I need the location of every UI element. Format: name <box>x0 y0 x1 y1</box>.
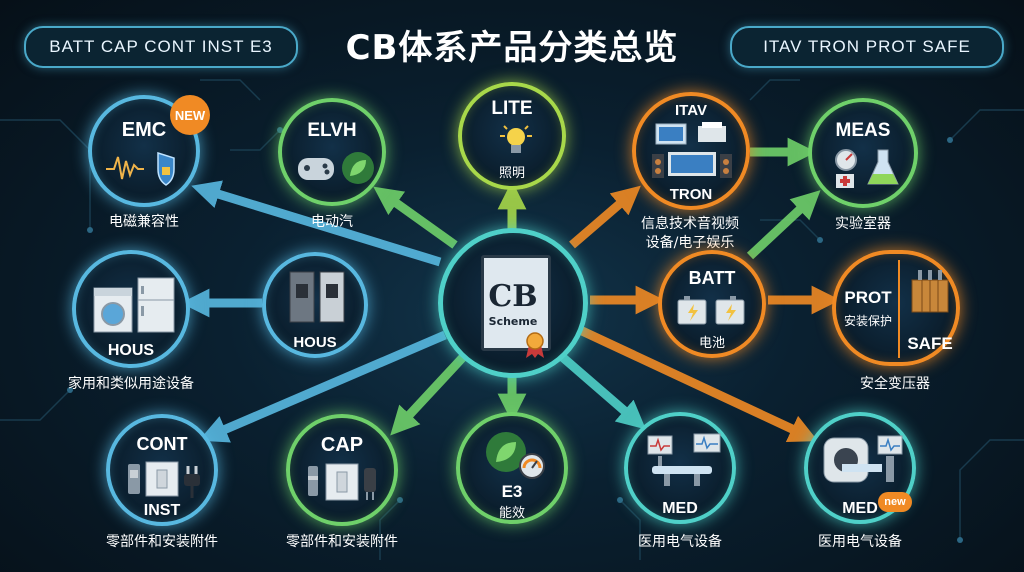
inst-code: INST <box>143 502 181 519</box>
lite-inner-label: 照明 <box>498 166 525 181</box>
arrow-to-med-left <box>557 351 646 430</box>
cap-caption: 零部件和安装附件 <box>286 534 398 550</box>
node-elvh[interactable]: ELVH <box>278 98 386 206</box>
safe-code: SAFE <box>907 334 953 353</box>
node-cont-inst[interactable]: CONT INST <box>106 414 218 526</box>
meas-caption: 实验室器 <box>835 216 891 232</box>
page-title: CB体系产品分类总览 <box>345 28 679 68</box>
transformer-icon <box>911 270 949 313</box>
arrow-to-med-right <box>578 325 819 442</box>
hous-left-caption: 家用和类似用途设备 <box>68 376 194 392</box>
cont-code: CONT <box>136 434 188 454</box>
leaf-gauge-icon <box>486 432 545 479</box>
node-med-left[interactable]: MED <box>624 412 736 524</box>
prot-caption: 安全变压器 <box>860 376 930 392</box>
med-right-code: MED <box>842 500 878 517</box>
ct-scanner-icon <box>823 435 903 483</box>
circuit-breaker-icon <box>289 271 345 323</box>
components-switch-icon <box>308 463 376 501</box>
center-subtitle: Scheme <box>488 315 538 328</box>
node-prot-safe[interactable]: PROT 安装保护 SAFE <box>832 250 960 366</box>
med-left-code: MED <box>662 500 698 517</box>
arrow-to-cap <box>390 351 469 436</box>
washer-fridge-icon <box>93 277 175 333</box>
tron-code: TRON <box>669 186 713 203</box>
emc-new-badge: NEW <box>170 95 210 135</box>
prot-code: PROT <box>844 288 892 307</box>
meas-code: MEAS <box>835 120 891 141</box>
hous-mid-code: HOUS <box>293 334 337 351</box>
batteries-icon <box>677 296 745 325</box>
node-lite[interactable]: LITE 照明 <box>458 82 566 190</box>
cont-caption: 零部件和安装附件 <box>106 534 218 550</box>
node-meas[interactable]: MEAS <box>808 98 918 208</box>
contactor-plug-icon <box>128 461 200 498</box>
product-codes-pill-right: ITAV TRON PROT SAFE <box>730 26 1004 68</box>
node-cap[interactable]: CAP <box>286 414 398 526</box>
arrow-to-cont <box>198 330 447 443</box>
elvh-caption: 电动汽 <box>311 214 353 230</box>
elvh-code: ELVH <box>307 120 357 141</box>
product-codes-pill-left: BATT CAP CONT INST E3 <box>24 26 298 68</box>
medical-equipment-icon <box>647 433 721 486</box>
itav-caption-line2: 设备/电子娱乐 <box>645 235 735 251</box>
node-hous-appliances[interactable]: HOUS <box>72 250 190 368</box>
lab-instruments-icon <box>835 149 899 188</box>
med-right-caption: 医用电气设备 <box>818 534 902 550</box>
prot-divider <box>898 260 900 358</box>
e3-code: E3 <box>501 482 523 501</box>
light-bulb-icon <box>500 125 532 153</box>
itav-code: ITAV <box>675 102 707 119</box>
gamepad-leaf-icon <box>298 152 374 184</box>
node-batt[interactable]: BATT 电池 <box>658 250 766 358</box>
med-right-new-badge: new <box>878 492 912 512</box>
arrow-to-itav <box>569 185 641 249</box>
center-code: CB <box>488 279 538 314</box>
itav-caption-line1: 信息技术音视频 <box>641 216 739 232</box>
cb-scheme-center[interactable]: CB Scheme <box>438 228 588 378</box>
batt-code: BATT <box>688 268 736 288</box>
node-hous-breaker[interactable]: HOUS <box>262 252 368 358</box>
computer-printer-tv-icon <box>652 122 732 178</box>
arrow-to-emc <box>191 180 442 267</box>
lite-code: LITE <box>491 98 533 119</box>
emc-caption: 电磁兼容性 <box>109 214 179 230</box>
hous-left-code: HOUS <box>107 342 155 359</box>
node-itav-tron[interactable]: ITAV TRON <box>632 92 750 210</box>
arrow-batt-to-meas <box>746 190 821 260</box>
arrow-to-elvh <box>373 186 458 249</box>
node-e3[interactable]: E3 能效 <box>456 412 568 524</box>
batt-inner-label: 电池 <box>698 336 725 351</box>
emc-code: EMC <box>121 119 167 141</box>
prot-inner-label: 安装保护 <box>843 314 892 328</box>
cap-code: CAP <box>320 434 364 456</box>
emc-wave-shield-icon <box>106 151 175 186</box>
med-left-caption: 医用电气设备 <box>638 534 722 550</box>
e3-inner-label: 能效 <box>498 506 525 521</box>
ribbon-seal-icon <box>526 332 544 358</box>
